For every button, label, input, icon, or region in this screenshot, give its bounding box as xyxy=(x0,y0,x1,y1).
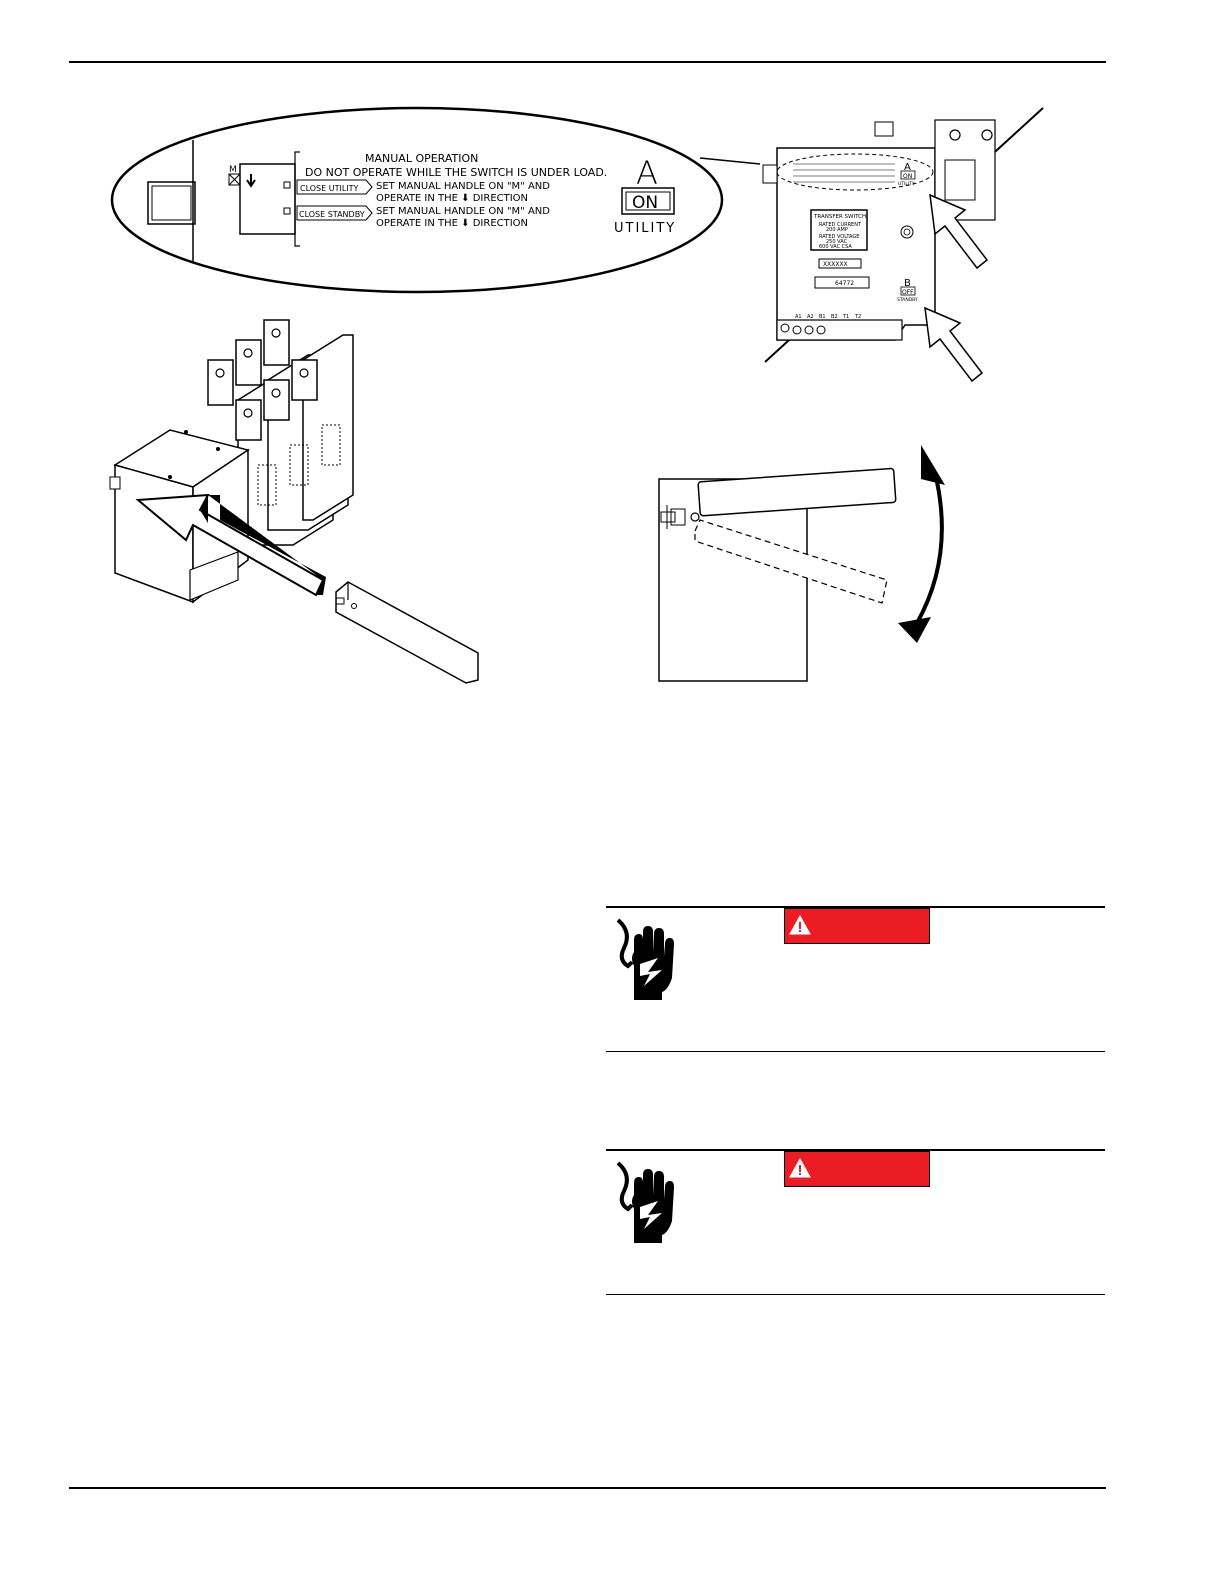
part-label: 64772 xyxy=(835,280,854,287)
decal-warning: DO NOT OPERATE WHILE THE SWITCH IS UNDER… xyxy=(305,166,607,179)
danger-banner-1 xyxy=(784,908,930,944)
nameplate-line4: RATED VOLTAGE xyxy=(819,234,859,240)
header-rule xyxy=(69,61,1106,63)
terminal-label: B1 xyxy=(819,314,826,320)
position-state: ON xyxy=(632,193,658,213)
close-standby-line1: SET MANUAL HANDLE ON "M" AND xyxy=(376,206,550,217)
terminal-label: A2 xyxy=(807,314,814,320)
alert-triangle-icon xyxy=(789,1158,811,1178)
nameplate-line3: 200 AMP xyxy=(826,227,848,233)
handle-rotation-figure xyxy=(658,445,945,682)
terminal-strip-labels: A1 A2 B1 B2 T1 T2 xyxy=(795,314,861,320)
serial-label: XXXXXX xyxy=(823,261,848,268)
nameplate-line6: 600 VAC CSA xyxy=(819,244,852,250)
panel-b-source: STANDBY xyxy=(897,297,918,303)
close-standby-line2: OPERATE IN THE ⬇ DIRECTION xyxy=(376,218,528,229)
close-utility-line1: SET MANUAL HANDLE ON "M" AND xyxy=(376,181,550,192)
panel-b-state: OFF xyxy=(902,289,914,296)
danger-notice-2 xyxy=(606,1149,1105,1295)
electrical-shock-hand-icon xyxy=(610,1161,676,1251)
panel-a-source: UTILITY xyxy=(898,181,915,187)
alert-triangle-icon xyxy=(789,915,811,935)
close-standby-label: CLOSE STANDBY xyxy=(299,210,365,219)
panel-b-letter: B xyxy=(904,278,911,289)
position-source: UTILITY xyxy=(614,221,676,236)
close-utility-line2: OPERATE IN THE ⬇ DIRECTION xyxy=(376,193,528,204)
position-letter: A xyxy=(636,154,658,192)
nameplate-line1: TRANSFER SWITCH xyxy=(813,214,866,220)
nameplate-line2: RATED CURRENT xyxy=(819,222,862,228)
decal-title: MANUAL OPERATION xyxy=(365,152,478,165)
panel-a-state: ON xyxy=(903,173,912,180)
danger-notice-1 xyxy=(606,906,1105,1052)
nameplate-line5: 250 VAC xyxy=(826,239,848,245)
decal-m-label: M xyxy=(229,165,237,175)
danger-banner-2 xyxy=(784,1151,930,1187)
transfer-switch-panel-figure: TRANSFER SWITCH RATED CURRENT 200 AMP RA… xyxy=(762,107,1044,383)
electrical-shock-hand-icon xyxy=(610,918,676,1008)
panel-a-letter: A xyxy=(904,162,911,173)
terminal-label: B2 xyxy=(831,314,838,320)
terminal-label: A1 xyxy=(795,314,802,320)
terminal-label: T1 xyxy=(842,314,849,320)
terminal-label: T2 xyxy=(854,314,861,320)
three-pole-switch-figure xyxy=(109,319,479,684)
close-utility-label: CLOSE UTILITY xyxy=(300,184,359,193)
footer-rule xyxy=(69,1487,1106,1489)
decal-callout-figure: M MANUAL OPERATION DO NOT OPERATE WHILE … xyxy=(110,106,760,294)
